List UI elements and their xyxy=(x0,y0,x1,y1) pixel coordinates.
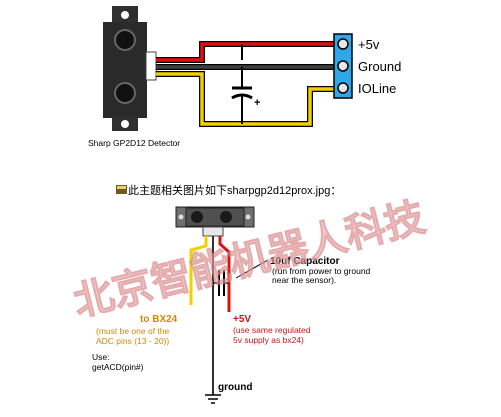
sensor-emitter-lens xyxy=(114,29,136,51)
power-wire-red xyxy=(218,236,231,312)
terminal-label-ioline: IOLine xyxy=(358,81,396,96)
bx24-note-line1: (must be one of the xyxy=(96,326,170,336)
capacitor-note-line2: near the sensor). xyxy=(272,275,336,285)
v5-title: +5V xyxy=(233,314,251,325)
red-wire-outline xyxy=(156,41,338,63)
attachment-caption: 此主题相关图片如下sharpgp2d12prox.jpg： xyxy=(128,183,341,197)
sensor-mount-hole-top xyxy=(121,11,129,19)
sensor-side-lens-2 xyxy=(220,211,232,223)
cap-polarity-plus: + xyxy=(254,97,260,109)
sensor-side-lens-1 xyxy=(191,211,203,223)
capacitor-pointer-line xyxy=(235,259,269,279)
image-file-icon-band xyxy=(117,186,126,189)
cap-plate-curved xyxy=(231,93,253,100)
sensor-caption: Sharp GP2D12 Detector xyxy=(88,138,180,148)
terminal-screw-1 xyxy=(337,38,349,50)
signal-wire-yellow xyxy=(189,236,208,305)
terminal-screw-2 xyxy=(337,60,349,72)
bottom-diagram: 10uf Capacitor (run from power to ground… xyxy=(92,206,371,404)
bx24-title: to BX24 xyxy=(140,314,178,325)
v5-note-line2: 5v supply as bx24) xyxy=(233,335,304,345)
capacitor-title: 10uf Capacitor xyxy=(270,256,340,267)
sensor-side-connector xyxy=(202,226,224,237)
bx24-note-line2: ADC pins (13 - 20)) xyxy=(96,336,169,346)
v5-note-line1: (use same regulated xyxy=(233,325,311,335)
terminal-label-5v: +5v xyxy=(358,37,380,52)
capacitor-note-line1: (run from power to ground xyxy=(272,266,371,276)
yellow-wire xyxy=(156,72,338,126)
terminal-screw-3 xyxy=(337,82,349,94)
sensor-connector xyxy=(145,51,157,81)
use-label: Use: xyxy=(92,352,109,362)
sensor-mount-hole-bottom xyxy=(121,120,129,128)
top-diagram: + +5v Ground IOLine Sharp GP2D12 Detecto… xyxy=(88,6,401,148)
terminal-label-ground: Ground xyxy=(358,59,401,74)
sensor-detector-lens xyxy=(114,82,136,104)
red-wire xyxy=(156,42,338,62)
sensor-side-hole-right xyxy=(245,214,251,220)
image-file-icon xyxy=(116,185,127,194)
ground-label: ground xyxy=(218,382,252,393)
sensor-side-hole-left xyxy=(178,214,184,220)
use-code: getACD(pin#) xyxy=(92,362,144,372)
attachment-line: 此主题相关图片如下sharpgp2d12prox.jpg： xyxy=(116,183,341,197)
